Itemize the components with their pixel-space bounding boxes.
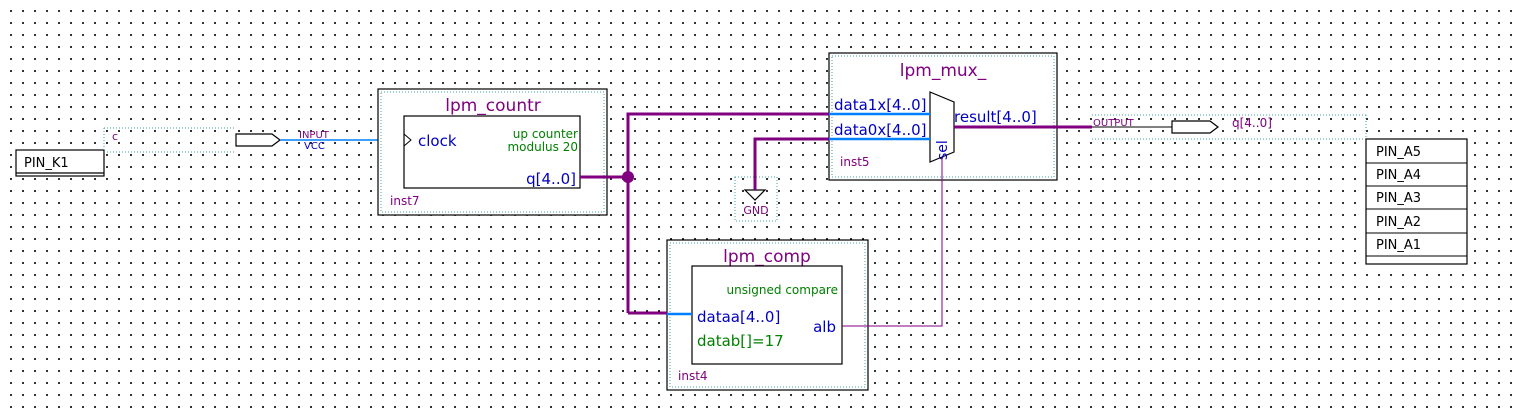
comparator-body[interactable]	[691, 265, 843, 365]
input-pin-location: PIN_K1	[24, 156, 69, 171]
input-pin-symbol[interactable]	[235, 133, 281, 147]
counter-q-port: q[4..0]	[526, 170, 576, 188]
input-type-label: INPUT	[299, 130, 330, 141]
counter-clock-port: clock	[418, 132, 457, 150]
counter-desc-line2: modulus 20	[507, 140, 578, 154]
comparator-instance: inst4	[678, 369, 708, 383]
comparator-dataa-port: dataa[4..0]	[697, 308, 780, 326]
output-pin-location-3: PIN_A3	[1376, 191, 1421, 206]
counter-instance: inst7	[390, 194, 420, 208]
comparator-alb-port: alb	[813, 318, 836, 336]
data0-bus	[753, 137, 829, 190]
mux-title: lpm_mux_	[900, 61, 987, 81]
counter-block-dotted	[380, 91, 605, 213]
bus-junction	[622, 171, 634, 183]
output-type-label: OUTPUT	[1093, 118, 1135, 129]
output-pin-location-1: PIN_A5	[1376, 145, 1421, 160]
output-pin-location-2: PIN_A4	[1376, 168, 1421, 183]
comparator-desc: unsigned compare	[727, 283, 839, 297]
gnd-icon[interactable]	[743, 189, 767, 201]
data1-bus	[626, 112, 829, 313]
clock-edge-icon	[403, 133, 412, 147]
comparator-title: lpm_comp	[723, 247, 811, 267]
counter-body[interactable]	[403, 115, 581, 189]
counter-title: lpm_countr	[445, 96, 541, 116]
output-pin-name: q[4..0]	[1232, 116, 1272, 130]
mux-data0-port: data0x[4..0]	[834, 121, 927, 139]
mux-instance: inst5	[840, 155, 870, 169]
mux-result-port: result[4..0]	[954, 108, 1037, 126]
alb-to-sel-wire	[842, 158, 943, 327]
output-pin-location-5: PIN_A1	[1376, 238, 1421, 253]
output-pin-symbol[interactable]	[1171, 120, 1219, 134]
input-pin-name: c	[112, 130, 118, 143]
counter-desc-line1: up counter	[513, 127, 578, 141]
output-pin-location-4: PIN_A2	[1376, 215, 1421, 230]
output-pin-location-box[interactable]: PIN_A5 PIN_A4 PIN_A3 PIN_A2 PIN_A1	[1365, 138, 1468, 265]
mux-data1-port: data1x[4..0]	[834, 96, 927, 114]
mux-sel-port: sel	[935, 140, 951, 160]
gnd-label: GND	[743, 204, 768, 217]
input-pin-location-box[interactable]: PIN_K1	[15, 149, 105, 177]
comparator-datab-port: datab[]=17	[697, 332, 784, 350]
input-default-label: VCC	[304, 141, 325, 152]
mux-block-dotted	[831, 55, 1055, 178]
